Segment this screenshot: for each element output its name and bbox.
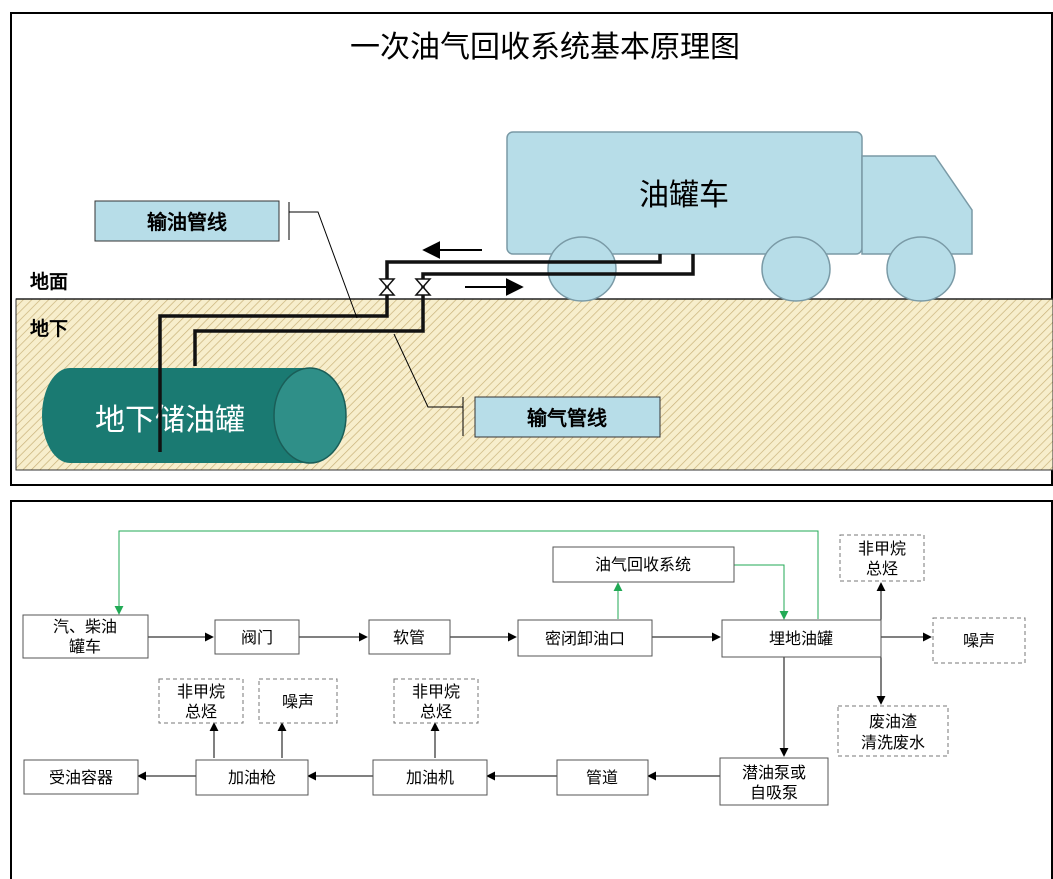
flow-nodes: 汽、柴油 罐车 阀门 软管 密闭卸油口 油气回收系统 埋地油罐 非甲烷 总烃 噪… bbox=[22, 534, 1026, 806]
node-receiver bbox=[23, 759, 139, 795]
vapor-line-callout bbox=[474, 396, 661, 438]
node-hose bbox=[368, 619, 451, 655]
node-buried-tank-label: 埋地油罐 bbox=[769, 629, 833, 648]
node-tanker bbox=[22, 614, 149, 659]
node-valve bbox=[214, 619, 300, 655]
tank-label: 地下储油罐 bbox=[95, 403, 245, 438]
node-noise-tank-label: 噪声 bbox=[963, 631, 995, 650]
node-pump-line1: 潜油泵或 bbox=[742, 763, 806, 782]
underground-label: 地下 bbox=[30, 317, 68, 340]
schematic-title: 一次油气回收系统基本原理图 bbox=[350, 30, 740, 65]
node-closed-unload bbox=[517, 619, 653, 657]
node-nozzle-label: 加油枪 bbox=[228, 768, 276, 787]
node-nmhc-dispenser-line2: 总烃 bbox=[420, 702, 452, 721]
node-pump-line2: 自吸泵 bbox=[750, 783, 798, 802]
vapor-line-label: 输气管线 bbox=[527, 406, 607, 430]
node-noise-tank bbox=[932, 617, 1026, 664]
vapor-return-connectors bbox=[114, 530, 819, 620]
oil-line-leader bbox=[288, 202, 358, 319]
node-pipe bbox=[556, 759, 649, 796]
node-closed-unload-label: 密闭卸油口 bbox=[545, 629, 625, 648]
node-nmhc-tank bbox=[839, 534, 925, 582]
node-nmhc-dispenser bbox=[393, 678, 479, 724]
node-nmhc-tank-line1: 非甲烷 bbox=[858, 539, 906, 558]
node-waste-line1: 废油渣 bbox=[869, 712, 917, 731]
tanker-label: 油罐车 bbox=[639, 178, 729, 213]
flow-connectors bbox=[137, 582, 932, 781]
node-noise-nozzle-label: 噪声 bbox=[282, 692, 314, 711]
node-pipe-label: 管道 bbox=[586, 768, 618, 787]
node-nmhc-dispenser-line1: 非甲烷 bbox=[412, 682, 460, 701]
oil-line-callout bbox=[94, 200, 280, 242]
underground-storage-tank bbox=[42, 367, 347, 464]
oil-line-label: 输油管线 bbox=[147, 210, 227, 234]
node-tanker-line2: 罐车 bbox=[69, 637, 101, 656]
node-nmhc-nozzle-line1: 非甲烷 bbox=[177, 682, 225, 701]
tanker-truck bbox=[506, 131, 973, 302]
node-hose-label: 软管 bbox=[393, 628, 425, 647]
node-tanker-line1: 汽、柴油 bbox=[53, 617, 117, 636]
node-receiver-label: 受油容器 bbox=[49, 768, 113, 787]
valve-icon bbox=[378, 278, 432, 296]
node-pump bbox=[719, 757, 829, 806]
vapor-line-leader bbox=[393, 333, 464, 436]
node-noise-nozzle bbox=[258, 678, 338, 724]
node-nmhc-nozzle-line2: 总烃 bbox=[185, 702, 217, 721]
node-dispenser bbox=[372, 759, 488, 796]
node-nozzle bbox=[195, 759, 309, 796]
ground-label: 地面 bbox=[30, 270, 68, 293]
node-nmhc-tank-line2: 总烃 bbox=[866, 559, 898, 578]
node-valve-label: 阀门 bbox=[241, 628, 273, 647]
node-waste bbox=[837, 705, 949, 757]
node-dispenser-label: 加油机 bbox=[406, 768, 454, 787]
node-nmhc-nozzle bbox=[158, 678, 244, 724]
node-waste-line2: 清洗废水 bbox=[861, 733, 925, 752]
node-vapor-recovery bbox=[552, 546, 735, 583]
node-buried-tank bbox=[721, 619, 882, 658]
node-vapor-recovery-label: 油气回收系统 bbox=[595, 555, 691, 574]
